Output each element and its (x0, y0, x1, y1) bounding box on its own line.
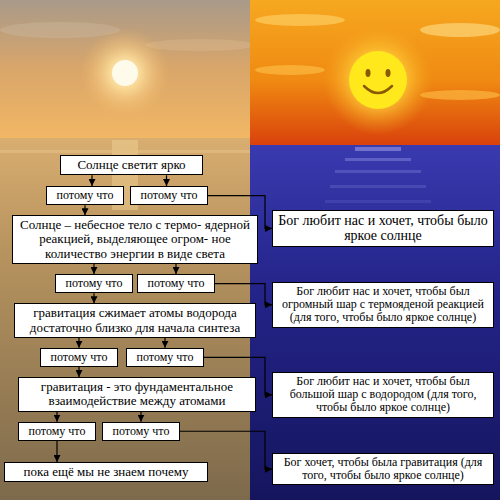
text-box: потому что (18, 422, 96, 441)
cloud (420, 90, 500, 100)
text-box: потому что (55, 274, 133, 293)
box-text: гравитация сжимает атомы водорода достат… (19, 306, 251, 335)
text-box: потому что (137, 274, 215, 293)
text-box: потому что (126, 348, 204, 367)
smiley-sun (349, 51, 407, 109)
text-box: потому что (46, 186, 124, 205)
cloud (255, 65, 325, 75)
sun-smile (364, 86, 392, 93)
arrow-connector (93, 293, 94, 303)
sun (112, 60, 138, 86)
box-text: Солнце – небесное тело с термо- ядерной … (17, 218, 253, 261)
sun-reflection (335, 170, 421, 173)
box-text: потому что (142, 277, 210, 290)
arrow-connector (166, 175, 167, 186)
arrow-connector (56, 412, 57, 422)
text-box: гравитация - это фундаментальное взаимод… (18, 377, 256, 412)
box-text: потому что (60, 277, 128, 290)
box-text: Бог любит нас и хочет, чтобы было яркое … (277, 213, 489, 244)
box-text: Бог любит нас и хочет, чтобы был огромны… (277, 285, 489, 325)
text-box: потому что (40, 348, 118, 367)
text-box: Солнце светит ярко (60, 155, 203, 175)
box-text: потому что (51, 189, 119, 202)
cloud (420, 23, 500, 37)
text-box: Бог любит нас и хочет, чтобы было яркое … (272, 210, 494, 247)
text-box: Солнце – небесное тело с термо- ядерной … (12, 215, 258, 264)
left-sea (0, 138, 250, 500)
sun-glow (80, 28, 170, 118)
arrow-connector (78, 338, 79, 348)
arrow-connector (140, 412, 141, 422)
text-box: потому что (102, 422, 180, 441)
text-box: Бог хочет, чтобы была гравитация (для то… (272, 453, 494, 485)
text-box: потому что (130, 186, 208, 205)
box-text: Солнце светит ярко (65, 158, 198, 172)
box-text: потому что (23, 425, 91, 438)
text-box: Бог любит нас и хочет, чтобы был большой… (272, 372, 494, 418)
arrow-connector (56, 441, 57, 462)
arrow-connector (93, 264, 94, 274)
arrow-connector (164, 338, 165, 348)
arrow-connector (78, 367, 79, 377)
box-text: гравитация - это фундаментальное взаимод… (23, 380, 251, 409)
right-sky (250, 0, 500, 145)
cloud (255, 14, 345, 26)
sun-eye (386, 69, 391, 77)
sun-reflection (355, 147, 401, 151)
sun-reflection (325, 200, 431, 203)
arrow-connector (175, 264, 176, 274)
box-text: Бог хочет, чтобы была гравитация (для то… (277, 456, 489, 482)
text-box: Бог любит нас и хочет, чтобы был огромны… (272, 282, 494, 328)
arrow-connector (215, 284, 272, 305)
box-text: потому что (107, 425, 175, 438)
arrow-connector (91, 175, 92, 186)
right-sea (250, 145, 500, 500)
box-text: Бог любит нас и хочет, чтобы был большой… (277, 375, 489, 415)
text-box: пока ещё мы не знаем почему (4, 462, 208, 482)
sun-eye (366, 69, 371, 77)
sun-glow (323, 25, 433, 135)
box-text: потому что (135, 189, 203, 202)
arrow-connector (84, 205, 85, 215)
box-text: потому что (45, 351, 113, 364)
text-box: гравитация сжимает атомы водорода достат… (14, 303, 256, 338)
sun-reflection (330, 185, 426, 188)
sun-reflection (345, 158, 411, 161)
box-text: потому что (131, 351, 199, 364)
wave (0, 150, 250, 153)
box-text: пока ещё мы не знаем почему (9, 465, 203, 479)
left-sky (0, 0, 250, 138)
